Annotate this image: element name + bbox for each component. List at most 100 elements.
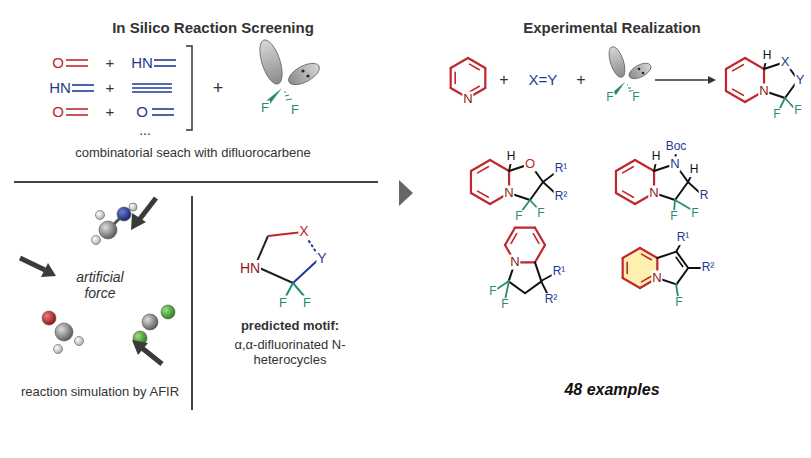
bond-line: [484, 68, 486, 88]
atom-label: H: [689, 163, 700, 177]
bond-line: [616, 160, 635, 171]
bond-line: [726, 58, 745, 69]
atom-label: X: [298, 223, 309, 239]
atom-label: R¹: [554, 162, 569, 176]
atom-label: H: [651, 150, 662, 164]
atom-label: O: [52, 54, 64, 71]
bond-line: [725, 69, 727, 91]
bond-line: [657, 252, 676, 258]
bond-line: [525, 281, 541, 293]
atom-label: O: [524, 157, 536, 172]
bond-line: [626, 262, 628, 273]
bond-line: [623, 278, 640, 288]
motif-text: α,α-difluorinated N-heterocycles: [215, 338, 365, 368]
plus-sign: +: [576, 71, 585, 89]
atom-label: N: [462, 92, 473, 107]
annotation: artificial force: [60, 269, 140, 301]
bond-line: [688, 267, 701, 269]
bond-line: [733, 65, 744, 71]
atom-label: F: [669, 210, 678, 224]
bond-line: [642, 276, 652, 282]
atom-label: Boc: [665, 140, 688, 154]
bond-line: [450, 68, 452, 88]
plus-sign: +: [499, 71, 508, 89]
atom-label: HN: [239, 260, 261, 276]
reagent-label: X=Y: [529, 71, 558, 88]
atom-label: Y: [795, 73, 806, 88]
bond-line: [511, 234, 517, 244]
atom-label: F: [278, 296, 288, 311]
bond-line: [615, 171, 617, 193]
atom-label: F: [605, 91, 614, 105]
atom-label: F: [793, 104, 802, 118]
bond-line: [642, 254, 652, 260]
atom-label: N: [503, 186, 514, 201]
atom-label: N: [648, 186, 659, 201]
bond-line: [468, 58, 485, 68]
atom-label: F: [302, 296, 312, 311]
example-count: 48 examples: [564, 381, 659, 399]
atom-label: F: [772, 108, 781, 122]
plus-sign: +: [106, 103, 115, 120]
ellipsis: ...: [139, 122, 151, 138]
bond-line: [478, 191, 489, 197]
atom-label: R²: [554, 190, 569, 204]
atom-label: X: [780, 55, 791, 70]
atom-label: F: [500, 298, 509, 312]
bond-line: [616, 193, 635, 204]
atom-label: R¹: [676, 231, 691, 245]
bond-line: [726, 91, 745, 102]
atom-label: R²: [701, 261, 716, 275]
atom-label: F: [260, 101, 270, 116]
bond-line: [675, 182, 688, 200]
bond-line: [623, 248, 640, 258]
atom-label: H: [506, 150, 517, 164]
bond-line: [535, 262, 541, 281]
panel-title: Experimental Realization: [523, 19, 701, 36]
atom-label: F: [514, 210, 523, 224]
caption-text: combinatorial seach with difluorocarbene: [75, 146, 311, 161]
atom-label: N: [758, 84, 769, 99]
annotation: reaction simulation by AFIR: [20, 385, 180, 400]
bond-line: [471, 160, 490, 171]
atom-label: HN: [131, 54, 153, 71]
bond-line: [530, 182, 543, 200]
bond-line: [471, 193, 490, 204]
bond-line: [623, 167, 634, 173]
atom-label: F: [674, 296, 683, 310]
atom-label: R²: [544, 293, 559, 307]
bond-line: [640, 248, 657, 258]
bond-line: [622, 258, 624, 278]
bond-line: [515, 227, 535, 229]
atom-label: Y: [316, 250, 327, 266]
atom-label: N: [669, 157, 680, 172]
plus-sign: +: [213, 78, 224, 99]
atom-label: F: [536, 207, 545, 221]
atom-label: O: [52, 103, 64, 120]
bond-line: [533, 234, 539, 244]
plus-sign: +: [106, 54, 115, 71]
atom-label: R: [699, 189, 710, 203]
bond-line: [470, 64, 480, 70]
bond-line: [505, 228, 515, 245]
atom-label: F: [488, 285, 497, 299]
bond-line: [509, 281, 525, 293]
atom-label: HN: [49, 79, 71, 96]
atom-label: R¹: [552, 265, 567, 279]
bond-line: [454, 72, 456, 83]
bond-line: [451, 58, 468, 68]
bond-line: [535, 228, 545, 245]
panel-title: In Silico Reaction Screening: [112, 19, 314, 36]
bond-line: [623, 191, 634, 197]
motif-heading: predicted motif:: [241, 319, 339, 334]
atom-label: F: [631, 91, 640, 105]
atom-label: H: [762, 49, 773, 63]
bond-line: [470, 171, 472, 193]
bond-line: [676, 252, 688, 268]
bond-line: [535, 245, 545, 262]
bond-line: [676, 268, 688, 284]
atom-label: O: [136, 103, 148, 120]
bond-line: [478, 167, 489, 173]
